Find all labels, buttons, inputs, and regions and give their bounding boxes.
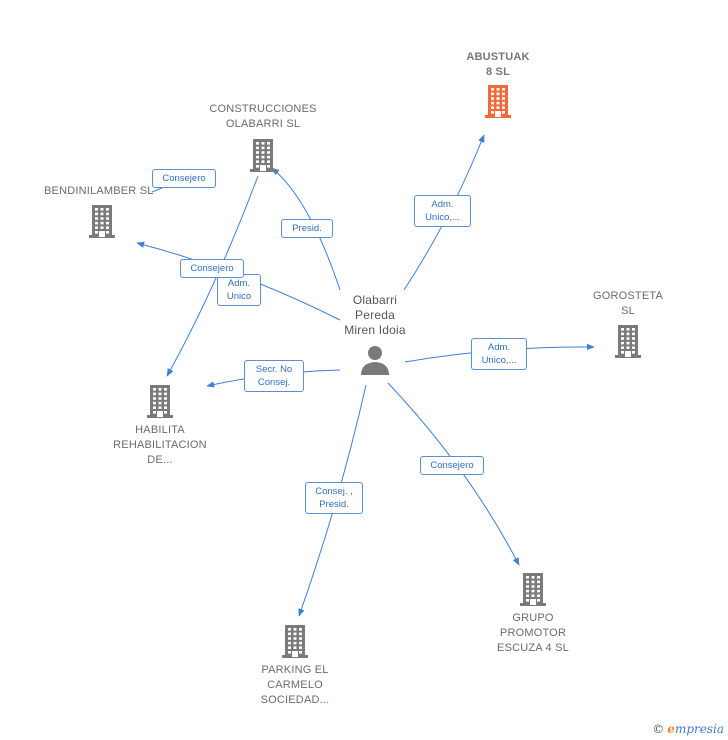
relation-line: Unico,... — [481, 355, 517, 366]
relation-line: Adm. — [227, 278, 251, 289]
relation-line: Consejero — [190, 263, 234, 274]
relation-line: Unico,... — [425, 212, 460, 223]
company-gorosteta-line-1: GOROSTETA — [592, 290, 664, 302]
company-grupo-line-1: GRUPO — [512, 612, 554, 624]
building-icon — [282, 625, 308, 658]
relation-label-abustuak[interactable]: Adm. Unico,... — [414, 195, 471, 227]
brand-logo[interactable]: ©empresia — [652, 722, 724, 736]
company-grupo-line-3: ESCUZA 4 SL — [497, 642, 569, 654]
brand-rest: mpresia — [674, 722, 724, 736]
center-name-line-3: Miren Idoia — [344, 323, 406, 337]
company-construcciones[interactable]: CONSTRUCCIONES OLABARRI SL — [200, 102, 326, 173]
relation-line: Consejero — [162, 173, 206, 184]
company-construcciones-line-1: CONSTRUCCIONES — [209, 103, 317, 115]
building-icon — [485, 85, 511, 118]
building-icon — [89, 205, 115, 238]
company-parking-line-1: PARKING EL — [261, 664, 329, 676]
relation-label-construcciones[interactable]: Presid. — [281, 219, 333, 238]
company-habilita[interactable]: HABILITA REHABILITACION DE... — [100, 383, 220, 468]
center-name-line-2: Pereda — [355, 308, 395, 322]
company-abustuak-line-2: 8 SL — [485, 66, 511, 78]
company-construcciones-line-2: OLABARRI SL — [225, 118, 301, 130]
relation-line: Unico — [226, 291, 252, 302]
copyright-symbol: © — [652, 722, 665, 736]
company-habilita-line-3: DE... — [147, 454, 173, 466]
relation-line: Consej. , — [315, 486, 353, 497]
company-grupo[interactable]: GRUPO PROMOTOR ESCUZA 4 SL — [478, 571, 588, 656]
building-icon — [250, 139, 276, 172]
company-gorosteta-line-2: SL — [621, 305, 635, 317]
relation-label-parking[interactable]: Consej. , Presid. — [305, 482, 363, 514]
building-icon — [520, 573, 546, 606]
relation-label-bendinilamber-adm[interactable]: Adm. Unico — [217, 274, 261, 306]
company-gorosteta[interactable]: GOROSTETA SL — [578, 289, 678, 359]
relation-line: Adm. — [431, 199, 454, 210]
center-name-line-1: Olabarri — [352, 293, 398, 307]
edge-construcciones — [271, 167, 341, 291]
company-bendinilamber-line-1: BENDINILAMBER SL — [44, 185, 154, 197]
center-person-node[interactable]: Olabarri Pereda Miren Idoia — [325, 293, 425, 376]
relation-line: Consej. — [257, 377, 291, 388]
relation-label-habilita-consejero[interactable]: Consejero — [180, 259, 244, 278]
relation-line: Adm. — [487, 342, 511, 353]
person-icon — [361, 346, 389, 375]
relation-line: Consejero — [430, 460, 474, 471]
relation-label-gorosteta[interactable]: Adm. Unico,... — [471, 338, 527, 370]
edge-habilita-consejero — [166, 175, 259, 377]
company-grupo-line-2: PROMOTOR — [499, 627, 567, 639]
company-abustuak[interactable]: ABUSTUAK 8 SL — [446, 50, 550, 119]
brand-e: e — [667, 722, 675, 736]
company-bendinilamber[interactable]: BENDINILAMBER SL — [38, 184, 164, 239]
relation-label-grupo[interactable]: Consejero — [420, 456, 484, 475]
relation-line: Presid. — [319, 499, 349, 510]
building-icon — [615, 325, 641, 358]
company-abustuak-line-1: ABUSTUAK — [466, 51, 530, 63]
relation-label-bendinilamber-consejero[interactable]: Consejero — [152, 169, 216, 188]
relation-line: Secr. No — [255, 364, 293, 375]
company-parking[interactable]: PARKING EL CARMELO SOCIEDAD... — [240, 623, 350, 708]
company-parking-line-2: CARMELO — [267, 679, 323, 691]
company-habilita-line-1: HABILITA — [135, 424, 185, 436]
company-habilita-line-2: REHABILITACION — [113, 439, 207, 451]
relation-label-habilita-secr[interactable]: Secr. No Consej. — [244, 360, 304, 392]
company-parking-line-3: SOCIEDAD... — [260, 694, 330, 706]
relation-line: Presid. — [292, 223, 322, 234]
building-icon — [147, 385, 173, 418]
